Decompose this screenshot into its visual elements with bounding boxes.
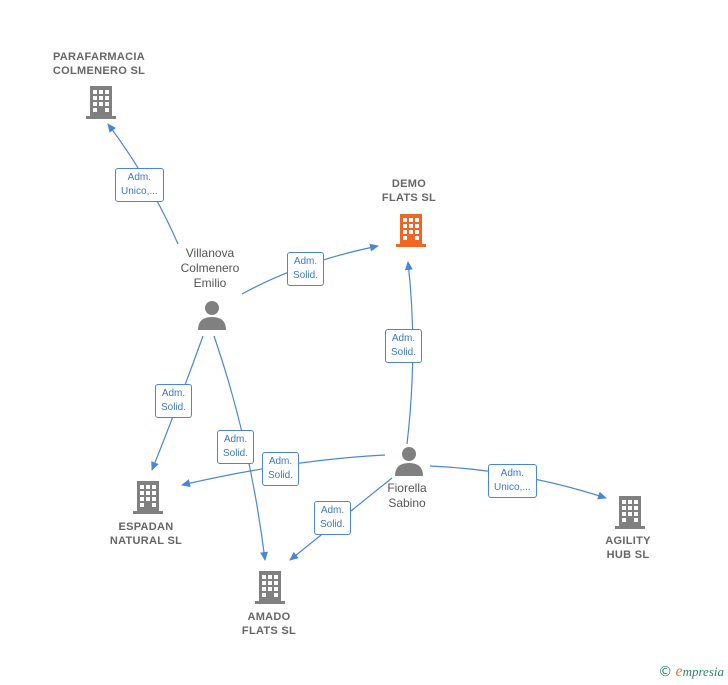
brand-initial: e <box>675 663 683 680</box>
edge-label-role[interactable]: Adm. Solid. <box>155 384 193 418</box>
person-icon[interactable] <box>392 445 426 477</box>
person-label-fiorella[interactable]: Fiorella Sabino <box>387 481 427 510</box>
company-label-espadan[interactable]: ESPADAN NATURAL SL <box>109 521 183 547</box>
edge-label-role[interactable]: Adm. Solid. <box>287 252 325 286</box>
company-label-demo[interactable]: DEMO FLATS SL <box>381 178 437 204</box>
building-icon[interactable] <box>613 494 647 530</box>
person-label-villanova[interactable]: Villanova Colmenero Emilio <box>180 246 240 290</box>
building-icon[interactable] <box>84 84 118 120</box>
edge-label-role[interactable]: Adm. Solid. <box>314 501 352 535</box>
company-label-amado[interactable]: AMADO FLATS SL <box>241 611 297 637</box>
edge-label-role[interactable]: Adm. Unico,... <box>488 464 537 498</box>
brand-footer: © empresia <box>658 663 724 681</box>
copyright-symbol: © <box>658 664 673 680</box>
company-label-agility[interactable]: AGILITY HUB SL <box>605 535 651 561</box>
company-label-parafarmacia[interactable]: PARAFARMACIA COLMENERO SL <box>52 51 146 77</box>
edge-label-role[interactable]: Adm. Solid. <box>385 329 423 363</box>
building-icon[interactable] <box>253 569 287 605</box>
building-icon-highlight[interactable] <box>394 212 428 248</box>
brand-name: mpresia <box>682 664 724 679</box>
person-icon[interactable] <box>195 299 229 331</box>
edge-label-role[interactable]: Adm. Unico,... <box>115 168 164 202</box>
building-icon[interactable] <box>131 479 165 515</box>
edge-label-role[interactable]: Adm. Solid. <box>262 452 300 486</box>
edge-label-role[interactable]: Adm. Solid. <box>217 430 255 464</box>
